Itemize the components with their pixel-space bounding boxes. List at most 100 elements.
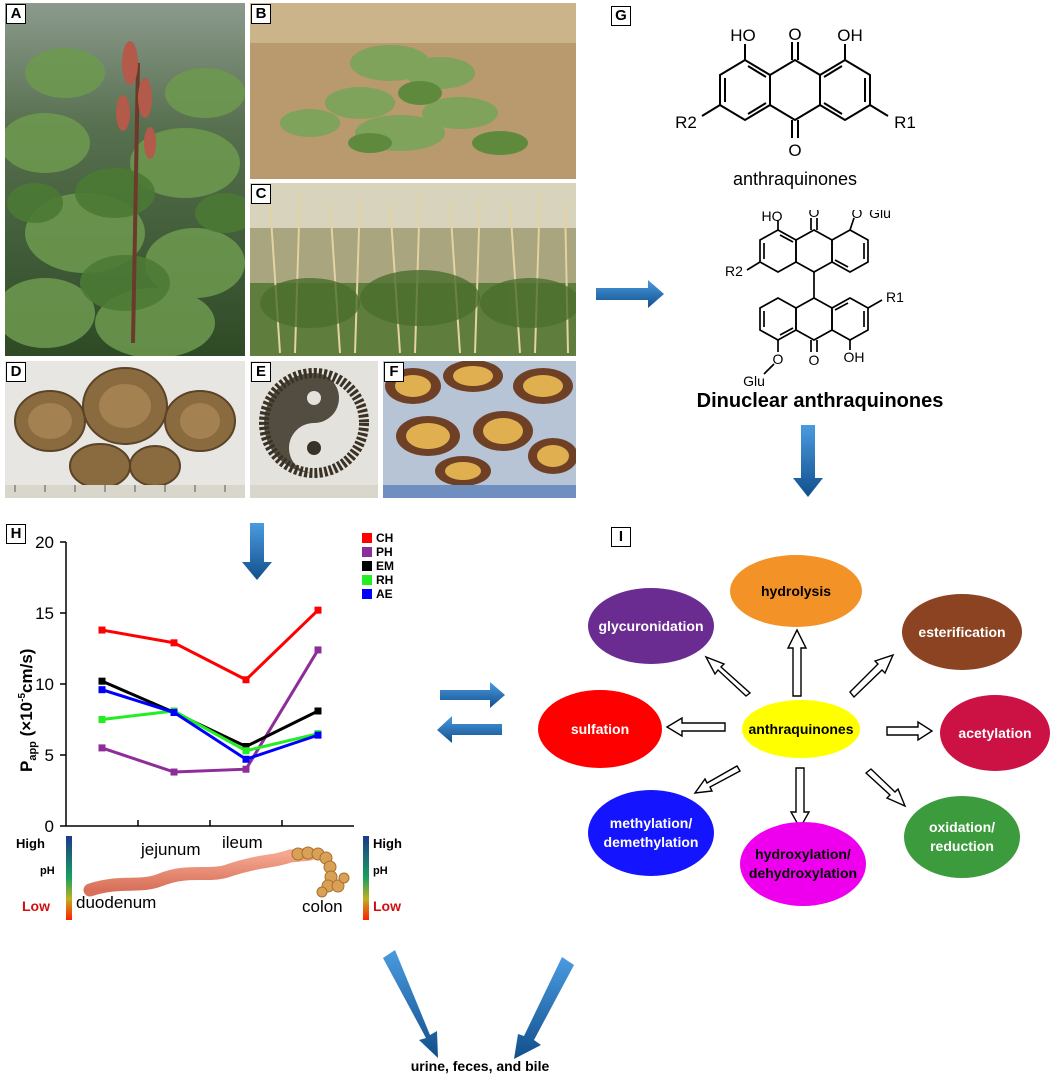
data-point-ph [314, 646, 322, 654]
series-line-rh [101, 709, 319, 753]
hydrolysis-node: hydrolysis [730, 555, 862, 627]
data-point-rh [242, 747, 250, 755]
methylation-node: methylation/demethylation [588, 790, 714, 876]
data-point-ae [170, 708, 178, 716]
acetylation-node: acetylation [940, 695, 1050, 771]
y-axis-label: Papp (×10-5cm/s) [17, 649, 39, 772]
glycuronidation-node: glycuronidation [588, 588, 714, 664]
hydroxylation-node: hydroxylation/dehydroxylation [740, 822, 866, 906]
esterification-node: esterification [902, 594, 1022, 670]
ph-low-right: Low [373, 898, 401, 914]
panel-label-h: H [6, 524, 26, 544]
data-point-ph [242, 765, 250, 773]
ph-high-right: High [373, 836, 402, 851]
legend-label-ch: CH [376, 531, 393, 545]
legend-swatch-rh [362, 575, 372, 585]
data-point-ph [170, 768, 178, 776]
legend-swatch-ph [362, 547, 372, 557]
arrow-g-to-i [793, 425, 823, 497]
series-line-ae [101, 688, 319, 761]
dinuclear-glu-bottom: Glu [743, 373, 765, 389]
ph-label-left: pH [40, 865, 55, 877]
data-point-em [242, 742, 250, 750]
sulfation-node: sulfation [538, 690, 662, 768]
legend-label-ph: PH [376, 545, 393, 559]
carbonyl-o-top: O [788, 25, 801, 44]
y-tick-label: 0 [45, 817, 54, 836]
hydroxyl-right: OH [837, 26, 863, 45]
dinuclear-o-glu-bottom: O [773, 351, 784, 367]
anthraquinone-structure: O O HO OH R2 R1 anthraquinones [675, 25, 916, 189]
photo-cassia-seeds [250, 361, 378, 498]
gut-label-duodenum: duodenum [76, 893, 157, 912]
data-point-ch [98, 626, 106, 634]
data-point-ph [98, 744, 106, 752]
data-point-ch [242, 676, 250, 684]
y-tick-label: 20 [35, 533, 54, 552]
legend-label-ae: AE [376, 587, 393, 601]
oxidation-node: oxidation/reduction [904, 796, 1020, 878]
legend-label-rh: RH [376, 573, 393, 587]
anthraquinones-name: anthraquinones [733, 169, 857, 189]
carbonyl-o-bottom: O [788, 141, 801, 160]
dinuclear-oh: OH [844, 349, 865, 365]
dinuclear-o2: O [809, 352, 820, 368]
photo-polygonum-field [250, 183, 576, 356]
panel-label-a: A [6, 4, 26, 24]
arrow-excretion-left [383, 950, 438, 1058]
photo-cassia-seedling [250, 3, 576, 179]
dinuclear-glu-top: Glu [869, 210, 891, 221]
data-point-em [98, 677, 106, 685]
excretion-label: urine, feces, and bile [410, 1058, 550, 1074]
gut-label-ileum: ileum [222, 833, 263, 852]
substituent-r2: R2 [675, 113, 697, 132]
ph-label-right: pH [373, 865, 388, 877]
panel-label-g: G [611, 6, 631, 26]
dinuclear-r2: R2 [725, 263, 743, 279]
data-point-ch [170, 639, 178, 647]
data-point-ae [314, 731, 322, 739]
photo-rhubarb-slices [5, 361, 245, 498]
data-point-rh [98, 716, 106, 723]
photo-rheum-plant [5, 3, 245, 356]
data-point-ae [98, 686, 106, 694]
series-line-ch [101, 609, 320, 682]
dinuclear-anthraquinones-name: Dinuclear anthraquinones [696, 390, 944, 412]
arrow-excretion-right [514, 957, 574, 1059]
legend-label-em: EM [376, 559, 394, 573]
panel-label-i: I [611, 527, 631, 547]
legend-swatch-em [362, 561, 372, 571]
y-tick-label: 10 [35, 675, 54, 694]
y-tick-label: 15 [35, 604, 54, 623]
arrow-i-to-h [437, 716, 502, 743]
arrow-h-to-i [440, 682, 505, 708]
dinuclear-anthraquinone-structure: O HO O Glu R2 R1 O OH O Glu [725, 210, 904, 389]
arrow-to-h [242, 523, 272, 580]
legend-swatch-ae [362, 589, 372, 599]
legend-swatch-ch [362, 533, 372, 543]
substituent-r1: R1 [894, 113, 916, 132]
gut-label-jejunum: jejunum [141, 840, 201, 859]
y-tick-label: 5 [45, 746, 54, 765]
gut-label-colon: colon [302, 897, 343, 916]
hydroxyl-left: HO [730, 26, 756, 45]
ph-high-left: High [16, 836, 45, 851]
dinuclear-o1: O [809, 210, 820, 220]
gut-illustration [66, 836, 369, 920]
ph-low-left: Low [22, 898, 50, 914]
data-point-em [314, 707, 322, 715]
panel-label-d: D [6, 362, 26, 382]
data-point-ae [242, 755, 250, 763]
dinuclear-r1: R1 [886, 289, 904, 305]
panel-label-c: C [251, 184, 271, 204]
panel-label-e: E [251, 362, 271, 382]
panel-label-b: B [251, 4, 271, 24]
dinuclear-o-glu-top: O [852, 210, 863, 221]
series-line-ph [101, 649, 320, 774]
data-point-ch [314, 606, 322, 614]
panel-label-f: F [384, 362, 404, 382]
anthraquinones-center: anthraquinones [742, 700, 860, 758]
